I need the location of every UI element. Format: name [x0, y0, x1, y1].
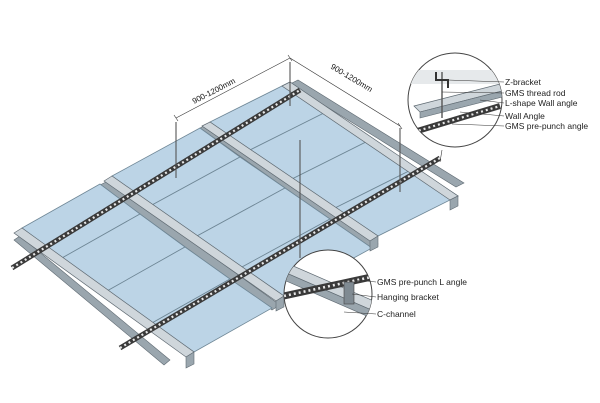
label-hanging-bracket: Hanging bracket [377, 292, 440, 302]
c-channel-end [185, 351, 195, 369]
ceiling-grid: 900-1200mm 900-1200mm [10, 54, 465, 369]
label-gms-pre-punch-l-angle: GMS pre-punch L angle [377, 277, 467, 287]
label-c-channel: C-channel [377, 309, 416, 319]
threaded-rods [175, 62, 401, 258]
label-wall-angle: Wall Angle [505, 111, 545, 121]
detail-callout-top: Z-bracket GMS thread rod L-shape Wall an… [407, 52, 588, 163]
label-z-bracket: Z-bracket [505, 77, 542, 87]
label-l-shape-wall-angle: L-shape Wall angle [505, 98, 578, 108]
c-channel-rail [13, 235, 171, 366]
dimension-label-span-a: 900-1200mm [191, 76, 237, 106]
dimension-label-span-b: 900-1200mm [329, 62, 374, 94]
c-channel-rail [289, 79, 465, 188]
c-channel-end [369, 235, 379, 252]
label-gms-pre-punch-angle: GMS pre-punch angle [505, 121, 588, 131]
detail-top-leaders [441, 79, 505, 127]
detail-bottom-leaders [343, 279, 377, 315]
c-channel-end [449, 195, 459, 211]
pre-punch-angle-bars [10, 87, 442, 351]
detail-callout-bottom: GMS pre-punch L angle Hanging bracket C-… [283, 249, 467, 339]
label-gms-thread-rod: GMS thread rod [505, 88, 566, 98]
c-channel-end [275, 295, 285, 312]
